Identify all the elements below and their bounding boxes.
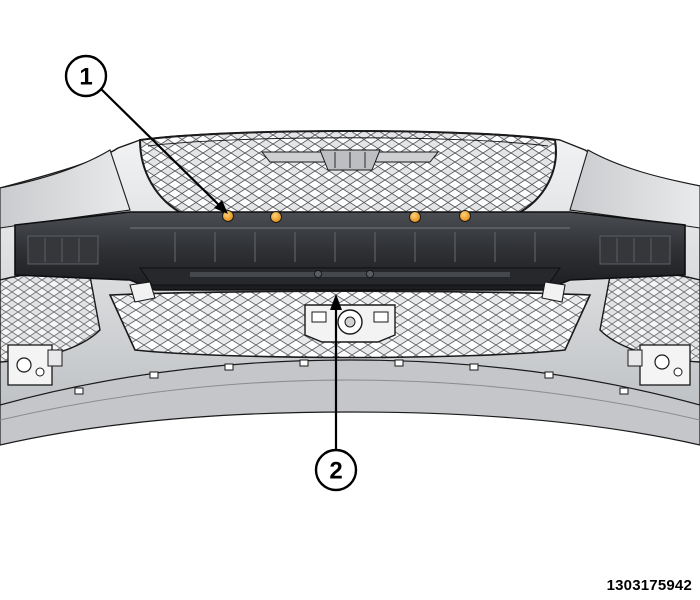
arrowhead-1 [214, 200, 228, 214]
callout-2: 2 [314, 294, 358, 492]
left-fog-lamp-pocket [0, 271, 101, 386]
emblem [260, 149, 440, 171]
callout-number-1: 1 [79, 64, 92, 91]
bumper-side-left [0, 149, 131, 229]
left-fog-lamp-bracket [7, 344, 63, 386]
callout-1: 1 [64, 54, 228, 214]
highlighted-fasteners [222, 210, 471, 223]
callout-circle-2 [314, 448, 358, 492]
bumper-side-right [569, 149, 700, 229]
figure-id: 1303175942 [606, 577, 692, 594]
upper-grille [138, 130, 557, 221]
right-fog-lamp-pocket [599, 271, 700, 386]
callout-circle-1 [64, 54, 108, 98]
arrowhead-2 [330, 294, 342, 310]
fastener [409, 211, 421, 223]
sensor-bracket [304, 304, 396, 343]
callout-number-2: 2 [329, 458, 342, 485]
fastener [459, 210, 471, 222]
fastener [270, 211, 282, 223]
right-fog-lamp-bracket [627, 344, 691, 386]
lower-grille [108, 290, 592, 359]
fastener [222, 210, 234, 222]
leader-line-1 [99, 87, 225, 211]
energy-absorber [14, 211, 686, 303]
